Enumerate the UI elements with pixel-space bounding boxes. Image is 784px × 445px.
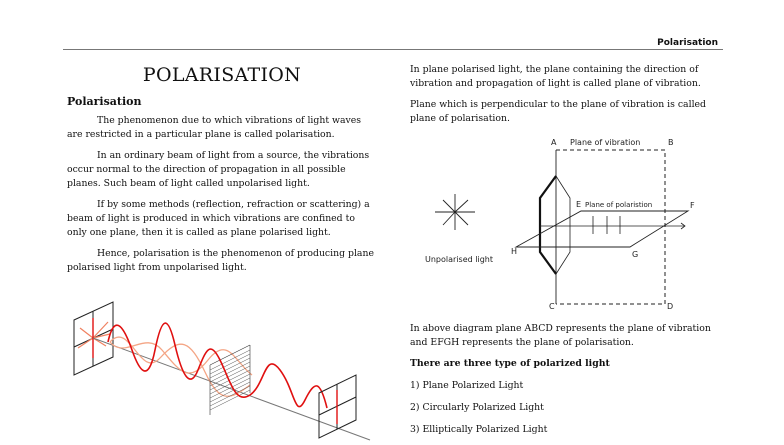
paragraph-unpolarised: In an ordinary beam of light from a sour… <box>67 150 370 189</box>
diagram-caption: In above diagram plane ABCD represents t… <box>410 323 711 348</box>
svg-text:E: E <box>576 200 581 209</box>
list-item-elliptical: 3) Elliptically Polarized Light <box>410 424 548 435</box>
svg-text:A: A <box>551 138 557 147</box>
right-column-lower: In above diagram plane ABCD represents t… <box>410 322 730 445</box>
svg-text:Plane of vibration: Plane of vibration <box>570 138 640 147</box>
svg-text:D: D <box>667 302 673 310</box>
paragraph-plane-of-vibration: In plane polarised light, the plane cont… <box>410 64 701 89</box>
list-item-plane: 1) Plane Polarized Light <box>410 380 524 391</box>
svg-text:G: G <box>632 250 638 259</box>
planes-diagram: Unpolarised light A Plane of vibration B… <box>410 130 710 311</box>
paragraph-definition: The phenomenon due to which vibrations o… <box>67 115 362 140</box>
svg-text:F: F <box>690 201 695 210</box>
types-heading: There are three type of polarized light <box>410 358 610 369</box>
section-heading: Polarisation <box>67 95 142 108</box>
svg-text:H: H <box>511 247 517 256</box>
paragraph-conclusion: Hence, polarisation is the phenomenon of… <box>67 248 374 273</box>
right-column: In plane polarised light, the plane cont… <box>410 63 730 133</box>
running-header-title: Polarisation <box>657 38 718 48</box>
svg-text:Plane of polaristion: Plane of polaristion <box>585 201 652 209</box>
paragraph-plane-of-polarisation: Plane which is perpendicular to the plan… <box>410 99 706 124</box>
page-title: POLARISATION <box>142 64 302 86</box>
header-rule <box>63 49 723 50</box>
svg-text:C: C <box>549 302 555 310</box>
list-item-circular: 2) Circularly Polarized Light <box>410 402 544 413</box>
unpolarised-label: Unpolarised light <box>425 255 493 264</box>
polarisation-wave-illustration <box>40 290 380 441</box>
paragraph-plane-polarised: If by some methods (reflection, refracti… <box>67 199 370 238</box>
svg-text:B: B <box>668 138 674 147</box>
left-column: POLARISATION Polarisation The phenomenon… <box>67 64 377 282</box>
